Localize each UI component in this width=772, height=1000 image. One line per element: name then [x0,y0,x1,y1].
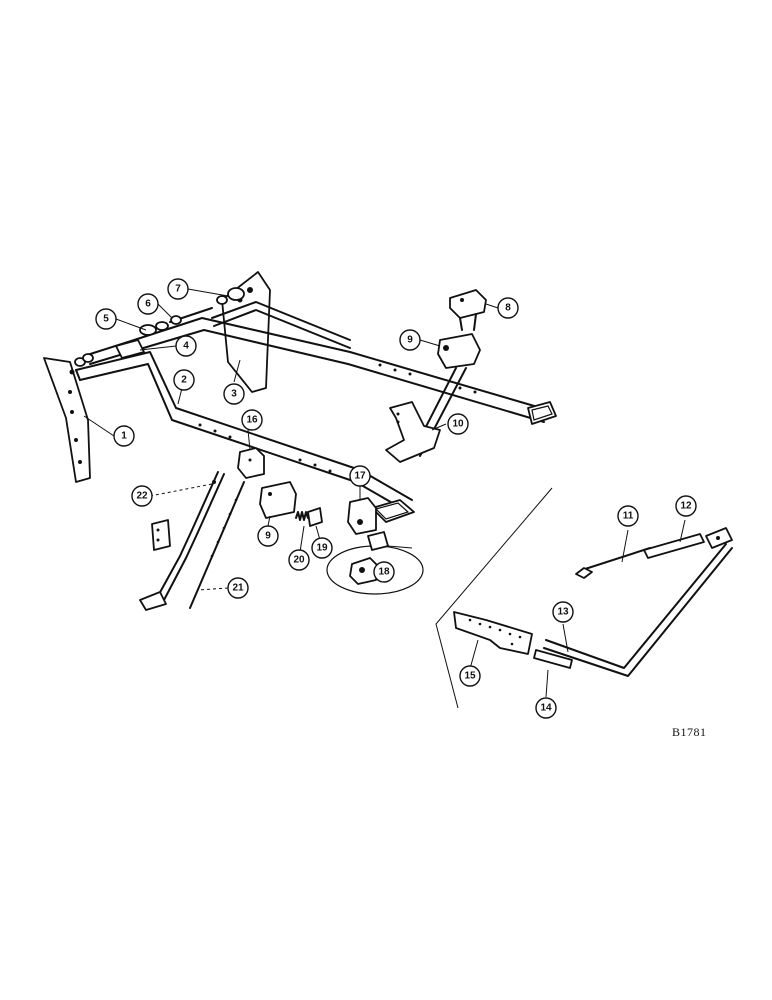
svg-text:6: 6 [145,299,151,310]
part-15-plate [453,611,533,655]
svg-text:7: 7 [175,284,181,295]
svg-text:9: 9 [265,531,271,542]
callout-1: 1 [113,425,135,447]
end-bushings-left [74,353,94,367]
callout-6: 6 [137,293,159,315]
svg-text:20: 20 [293,555,305,566]
part-9-front-block [259,481,297,519]
callout-14: 14 [535,697,557,719]
callout-21: 21 [227,577,249,599]
callout-9-front: 9 [257,525,279,547]
part-20-spring [295,511,309,521]
part-5-bushing [139,321,169,336]
part-12-tube [643,527,733,559]
callout-13: 13 [552,601,574,623]
callout-7: 7 [167,278,189,300]
part-10-support-leg [385,367,467,463]
section-divider [435,487,553,709]
svg-text:4: 4 [183,341,189,352]
callout-9-rear: 9 [399,329,421,351]
callout-5: 5 [95,308,117,330]
part-19-pin [307,507,323,527]
callout-20: 20 [288,549,310,571]
part-22-bent-bracket [139,471,225,611]
part-21-rod [189,481,245,609]
callout-22: 22 [131,485,153,507]
svg-text:2: 2 [181,375,187,386]
svg-text:3: 3 [231,389,237,400]
part-13-bent-rod [543,543,733,677]
callout-19: 19 [311,537,333,559]
callout-2: 2 [173,369,195,391]
part-8-bracket-block [449,289,487,331]
part-7-bearing [216,287,245,305]
callout-8: 8 [497,297,519,319]
part-16-clamp [237,447,265,479]
rear-tube-frame [83,317,557,425]
callout-15: 15 [459,665,481,687]
svg-text:9: 9 [407,335,413,346]
diagonal-brace [211,301,351,349]
callout-12: 12 [675,495,697,517]
svg-text:17: 17 [354,471,366,482]
part-1-side-plate [43,357,91,483]
part-4-clamp [115,339,145,359]
svg-text:22: 22 [136,491,148,502]
part-18-inset [326,531,424,595]
svg-text:11: 11 [623,511,634,522]
callout-3: 3 [223,383,245,405]
svg-text:13: 13 [557,607,569,618]
callout-16: 16 [241,409,263,431]
svg-text:21: 21 [232,583,244,594]
svg-text:1: 1 [121,431,127,442]
svg-text:8: 8 [505,303,511,314]
drawing-number: B1781 [672,725,707,739]
svg-text:19: 19 [316,543,328,554]
callout-11: 11 [617,505,639,527]
svg-text:14: 14 [540,703,552,714]
part-9-rear-clamp [437,333,481,369]
svg-text:12: 12 [680,501,692,512]
callout-4: 4 [175,335,197,357]
callout-10: 10 [447,413,469,435]
svg-text:16: 16 [246,415,258,426]
part-11-rod [575,547,651,579]
part-14-strip [533,649,573,669]
part-6-rod [169,307,213,325]
callout-17: 17 [349,465,371,487]
callout-leaders [83,288,686,698]
part-17-clamp [347,497,377,535]
svg-text:15: 15 [464,671,476,682]
svg-text:5: 5 [103,314,109,325]
callout-18-inset: 18 [373,561,395,583]
svg-text:18: 18 [378,567,390,578]
svg-text:10: 10 [452,419,464,430]
